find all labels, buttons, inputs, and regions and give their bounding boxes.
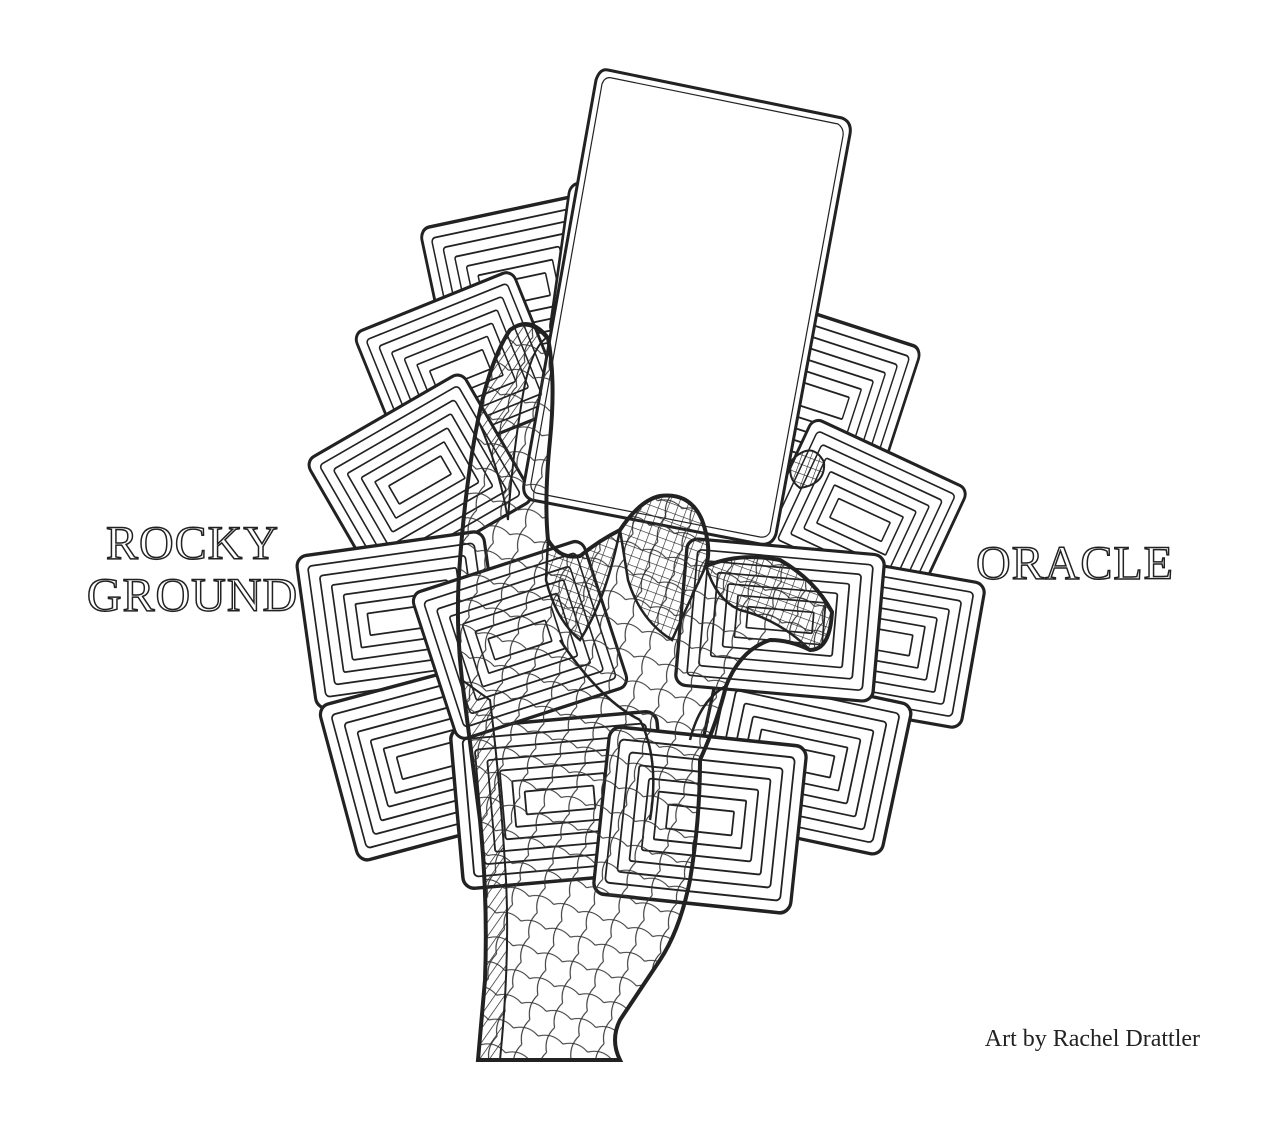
deck-title: ROCKY GROUND: [70, 517, 315, 623]
artist-credit: Art by Rachel Drattler: [984, 1026, 1200, 1052]
title-line-ground: GROUND: [86, 569, 299, 623]
title-line-rocky: ROCKY: [105, 517, 280, 571]
blank-card: [522, 68, 852, 546]
hand-icon: [455, 322, 835, 1062]
deck-subtitle-oracle: ORACLE: [975, 537, 1174, 591]
